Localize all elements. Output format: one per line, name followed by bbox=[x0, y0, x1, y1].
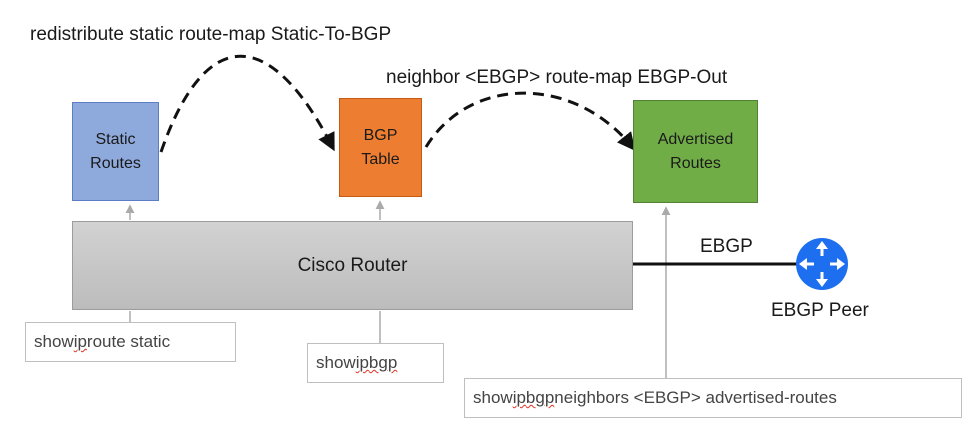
show-ip-bgp-command: show ip bgp bbox=[307, 343, 444, 383]
ebgp-peer-label: EBGP Peer bbox=[771, 300, 869, 321]
advertised-routes-line1: Advertised bbox=[657, 131, 734, 149]
cmd-text: bgp bbox=[368, 353, 398, 372]
cmd-text: bgp bbox=[525, 388, 555, 407]
bgp-table-line2: Table bbox=[361, 150, 400, 168]
neighbor-label: neighbor <EBGP> route-map EBGP-Out bbox=[386, 67, 728, 88]
cmd-text: route static bbox=[86, 332, 171, 351]
bgp-table-line1: BGP bbox=[363, 127, 398, 145]
redistribute-label: redistribute static route-map Static-To-… bbox=[30, 24, 392, 45]
bgp-table-box: BGP Table bbox=[339, 98, 422, 197]
static-routes-line2: Routes bbox=[90, 154, 141, 172]
cisco-router-label: Cisco Router bbox=[297, 254, 408, 276]
cmd-text: ip bbox=[73, 332, 87, 351]
cmd-text: show bbox=[316, 353, 356, 372]
cisco-router-box: Cisco Router bbox=[72, 221, 633, 310]
advertised-routes-line2: Routes bbox=[670, 154, 721, 172]
cmd-text: show bbox=[473, 388, 513, 407]
static-routes-line1: Static bbox=[95, 131, 136, 149]
router-icon bbox=[796, 238, 848, 290]
cmd-text: ip bbox=[355, 353, 369, 372]
redistribute-arrow bbox=[159, 54, 335, 153]
show-ip-route-static-command: show ip route static bbox=[25, 322, 236, 362]
show-ip-bgp-neighbors-advertised-routes-command: show ip bgp neighbors <EBGP> advertised-… bbox=[464, 378, 962, 418]
cmd-text: neighbors <EBGP> advertised-routes bbox=[554, 388, 837, 407]
neighbor-arrow bbox=[424, 91, 636, 151]
ebgp-link-label: EBGP bbox=[700, 236, 753, 257]
cmd-text: ip bbox=[512, 388, 526, 407]
cmd-text: show bbox=[34, 332, 74, 351]
